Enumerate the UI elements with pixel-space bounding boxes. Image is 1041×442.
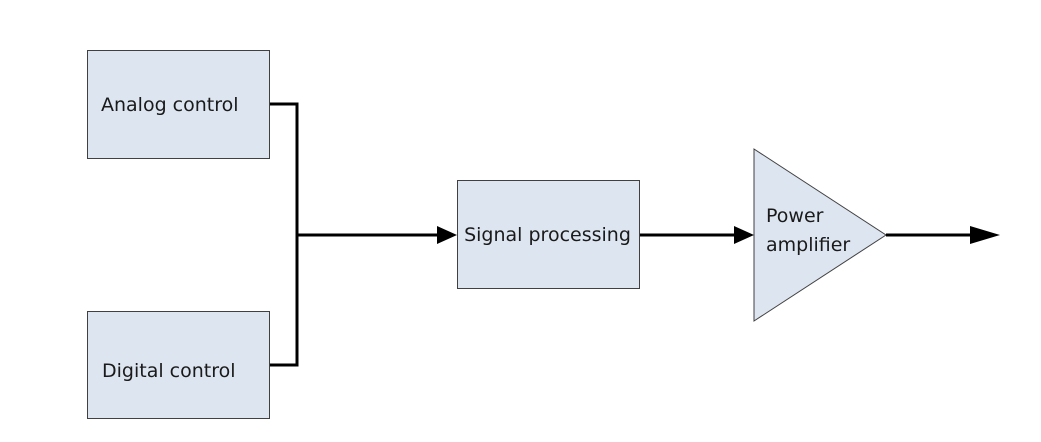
power-amplifier-label-line1: Power xyxy=(766,205,824,227)
power-amplifier-label: Power amplifier xyxy=(766,202,850,260)
signal-processing-label: Signal processing xyxy=(464,223,631,246)
signal-processing-block: Signal processing xyxy=(457,180,640,289)
arrow-to-power-amplifier xyxy=(734,226,754,244)
analog-control-block: Analog control xyxy=(87,50,270,159)
digital-control-label: Digital control xyxy=(102,360,236,382)
analog-control-connector xyxy=(270,102,299,367)
analog-control-label: Analog control xyxy=(101,93,239,116)
digital-control-block: Digital control xyxy=(87,311,270,419)
power-amplifier-label-line2: amplifier xyxy=(766,234,851,256)
arrow-to-signal-processing xyxy=(437,226,457,244)
output-arrow xyxy=(970,226,1000,244)
